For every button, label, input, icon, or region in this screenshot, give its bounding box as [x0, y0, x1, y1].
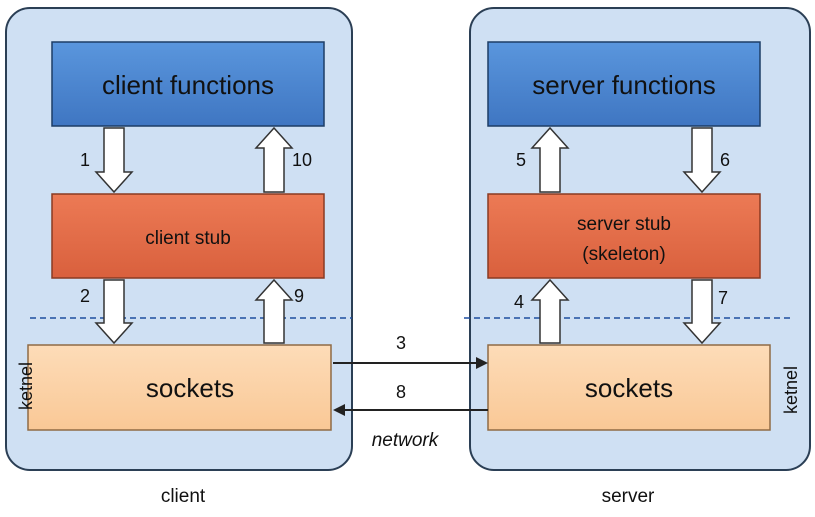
server-caption: server: [602, 486, 655, 507]
step-6-label: 6: [720, 150, 730, 170]
client-sockets-label: sockets: [146, 373, 234, 403]
server-stub-box: [487, 193, 761, 279]
arrow-step-6: [682, 127, 722, 194]
arrow-step-10: [254, 126, 294, 193]
network-label: network: [372, 430, 440, 451]
step-4-label: 4: [514, 292, 524, 312]
arrow-step-9: [254, 278, 294, 344]
client-kernel-label: ketnel: [16, 362, 36, 410]
client-functions-box: [51, 41, 325, 127]
arrow-step-4: [530, 278, 570, 344]
step-2-label: 2: [80, 286, 90, 306]
step-1-label: 1: [80, 150, 90, 170]
client-stub-label: client stub: [145, 228, 231, 249]
arrow-step-7: [682, 279, 722, 345]
client-stub-box: [51, 193, 325, 279]
server-stub-label-line2: (skeleton): [582, 244, 665, 265]
client-sockets-box: [27, 344, 332, 431]
server-kernel-label: ketnel: [781, 366, 801, 414]
server-sockets-label: sockets: [585, 373, 673, 403]
client-functions-label: client functions: [102, 70, 274, 100]
step-8-label: 8: [396, 382, 406, 402]
arrow-step-3-head: [476, 357, 488, 369]
arrow-step-1: [94, 127, 134, 194]
arrow-step-2: [94, 279, 134, 345]
server-stub-label-line1: server stub: [577, 214, 671, 235]
server-functions-box: [487, 41, 761, 127]
client-caption: client: [161, 486, 206, 507]
step-5-label: 5: [516, 150, 526, 170]
step-7-label: 7: [718, 288, 728, 308]
step-10-label: 10: [292, 150, 312, 170]
step-9-label: 9: [294, 286, 304, 306]
step-3-label: 3: [396, 333, 406, 353]
arrow-step-5: [530, 126, 570, 193]
server-functions-label: server functions: [532, 70, 716, 100]
server-sockets-box: [487, 344, 771, 431]
arrow-step-8-head: [333, 404, 345, 416]
